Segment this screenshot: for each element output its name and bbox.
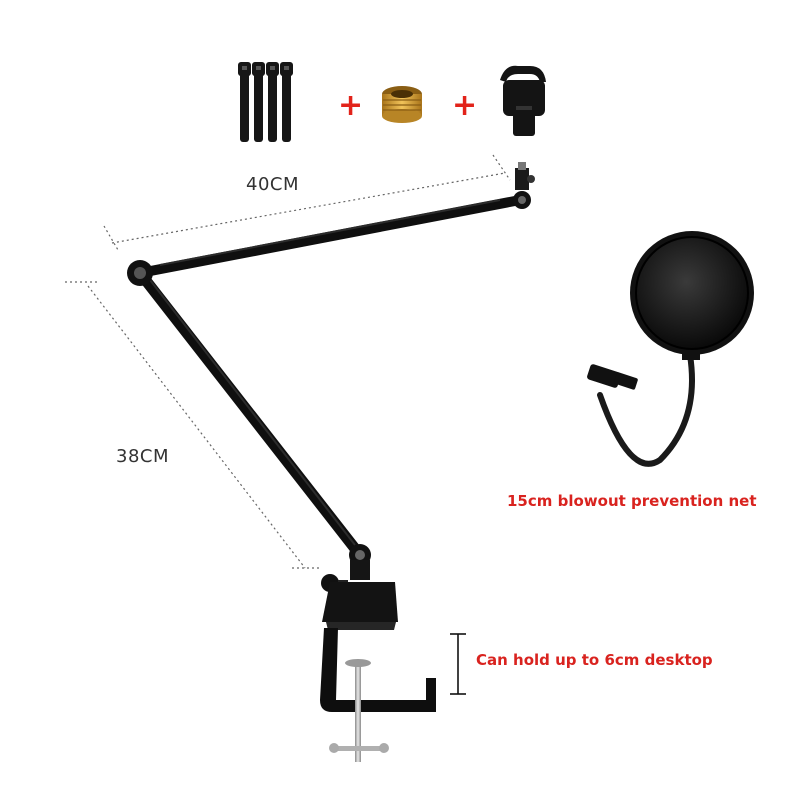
screw-adapter-icon (382, 86, 422, 123)
cable-tie-icon (238, 62, 293, 142)
pop-filter-caption: 15cm blowout prevention net (507, 492, 757, 510)
upper-arm-length-label: 40CM (246, 174, 300, 195)
desk-clamp-icon (320, 560, 436, 762)
lower-arm-length-label: 38CM (116, 446, 170, 467)
pop-filter-icon (587, 231, 754, 467)
mic-clip-icon (500, 65, 546, 136)
plus-sign: + (338, 88, 364, 123)
plus-sign: + (452, 88, 478, 123)
clamp-caption: Can hold up to 6cm desktop (476, 651, 713, 669)
thickness-indicator (450, 633, 466, 695)
dimension-lines (65, 154, 511, 569)
boom-arm-icon (127, 162, 535, 566)
